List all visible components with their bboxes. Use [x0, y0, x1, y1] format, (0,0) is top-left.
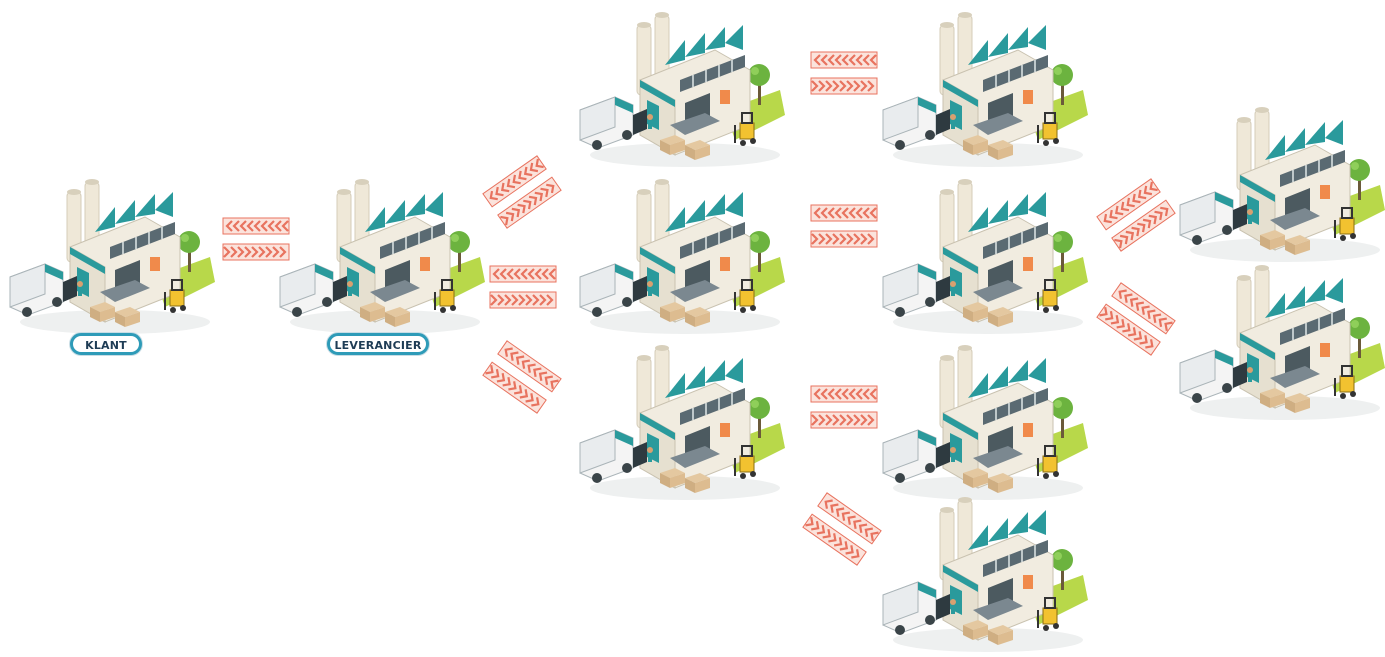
double-arrow-icon — [810, 204, 878, 248]
double-arrow-icon — [1096, 281, 1177, 356]
klant-label: KLANT — [70, 333, 142, 355]
factory-icon — [1175, 100, 1385, 265]
double-arrow-icon — [222, 217, 290, 261]
factory-icon — [878, 490, 1088, 655]
double-arrow-icon — [802, 491, 883, 566]
factory-icon — [1175, 258, 1385, 423]
factory-icon — [575, 172, 785, 337]
factory-icon — [575, 5, 785, 170]
double-arrow-icon — [482, 154, 563, 229]
double-arrow-icon — [810, 51, 878, 95]
double-arrow-icon — [489, 265, 557, 309]
double-arrow-icon — [482, 339, 563, 414]
leverancier-label: LEVERANCIER — [327, 333, 429, 355]
factory-icon — [275, 172, 485, 337]
factory-icon — [575, 338, 785, 503]
double-arrow-icon — [810, 385, 878, 429]
factory-icon — [878, 5, 1088, 170]
factory-icon — [5, 172, 215, 337]
double-arrow-icon — [1096, 177, 1177, 252]
factory-icon — [878, 172, 1088, 337]
factory-icon — [878, 338, 1088, 503]
